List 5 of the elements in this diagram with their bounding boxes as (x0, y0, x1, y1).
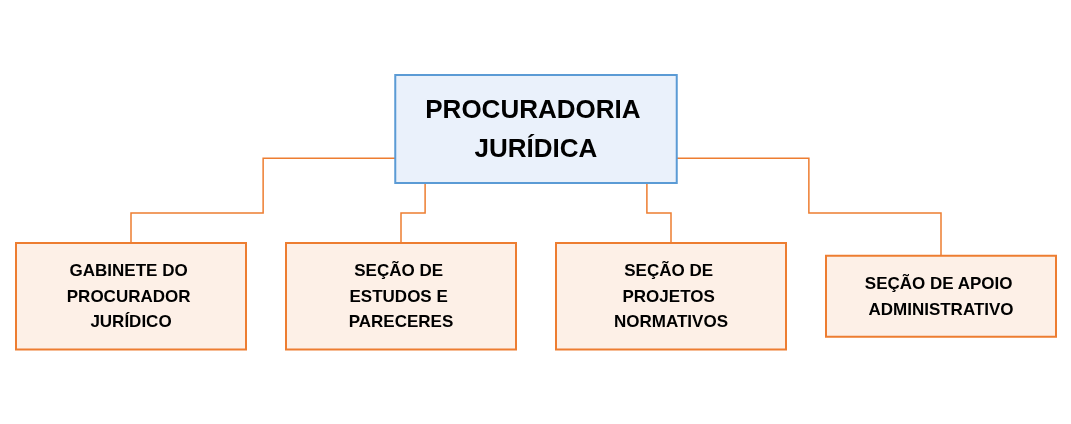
node-box: PROCURADORIA JURÍDICA (393, 73, 678, 184)
node-box: SEÇÃO DE APOIO ADMINISTRATIVO (824, 254, 1057, 338)
node-box: SEÇÃO DE PROJETOS NORMATIVOS (554, 241, 787, 351)
node-box: SEÇÃO DE ESTUDOS E PARECERES (284, 241, 517, 351)
node-box: GABINETE DO PROCURADOR JURÍDICO (14, 241, 247, 351)
